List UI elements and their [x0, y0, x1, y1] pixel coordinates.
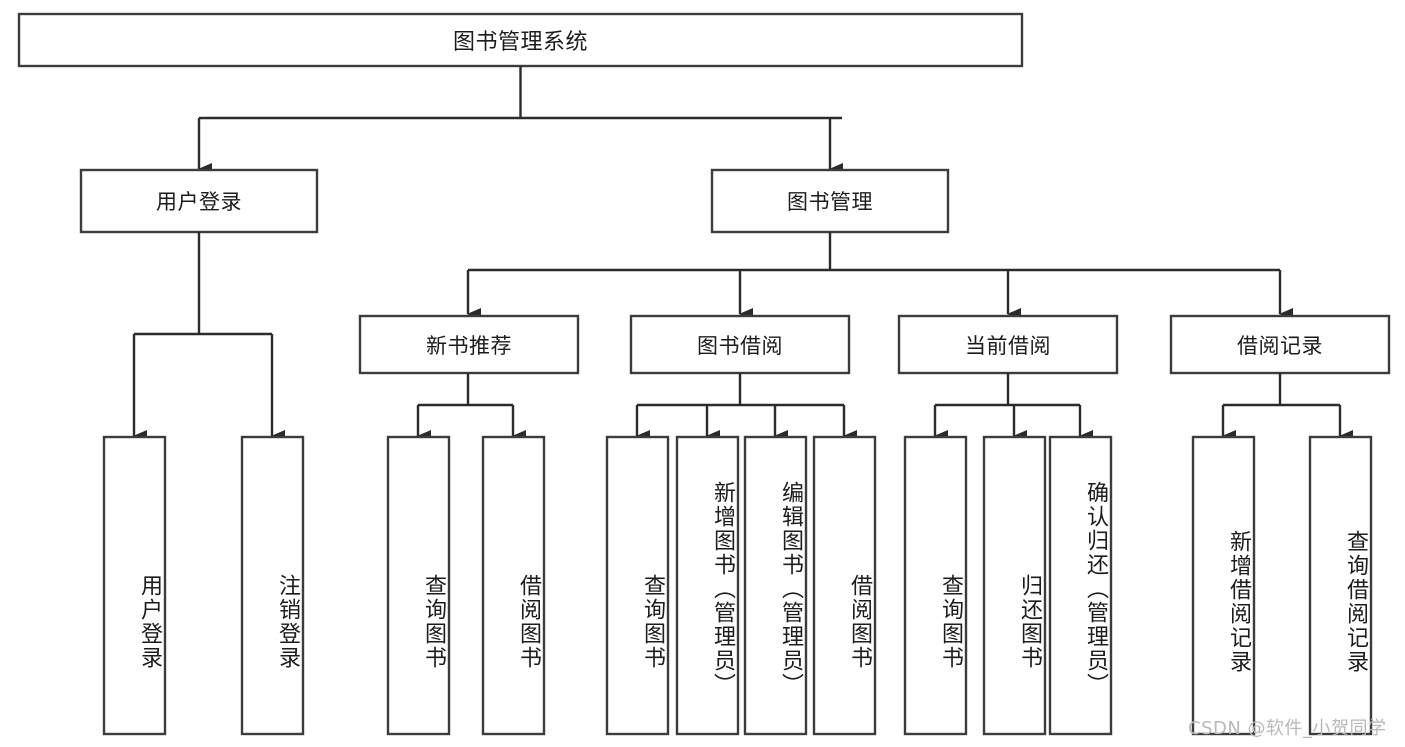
node-book-manage-box[interactable]: [710, 168, 950, 234]
leaf-box-bb-query-book[interactable]: [605, 435, 670, 736]
leaf-box-user-login[interactable]: [102, 435, 167, 736]
leaf-box-nbr-query-book[interactable]: [386, 435, 451, 736]
leaf-box-cb-confirm-return[interactable]: [1048, 435, 1113, 736]
leaf-box-bb-add-book[interactable]: [675, 435, 740, 736]
leaf-box-nbr-borrow-book[interactable]: [481, 435, 546, 736]
node-new-book-recommend-box[interactable]: [358, 314, 580, 375]
leaf-box-bb-edit-book[interactable]: [743, 435, 808, 736]
node-user-login-box[interactable]: [79, 168, 319, 234]
csdn-watermark: CSDN @软件_小贺同学: [1188, 718, 1387, 739]
leaf-box-bb-borrow-book[interactable]: [812, 435, 877, 736]
node-root-box[interactable]: [17, 12, 1024, 68]
leaf-box-cb-query-book[interactable]: [903, 435, 968, 736]
node-book-borrow-box[interactable]: [629, 314, 851, 375]
leaf-box-logout[interactable]: [240, 435, 305, 736]
leaf-box-br-add-record[interactable]: [1191, 435, 1256, 736]
node-borrow-record-box[interactable]: [1169, 314, 1391, 375]
leaf-box-br-query-record[interactable]: [1308, 435, 1373, 736]
node-current-borrow-box[interactable]: [897, 314, 1119, 375]
leaf-box-cb-return-book[interactable]: [982, 435, 1047, 736]
